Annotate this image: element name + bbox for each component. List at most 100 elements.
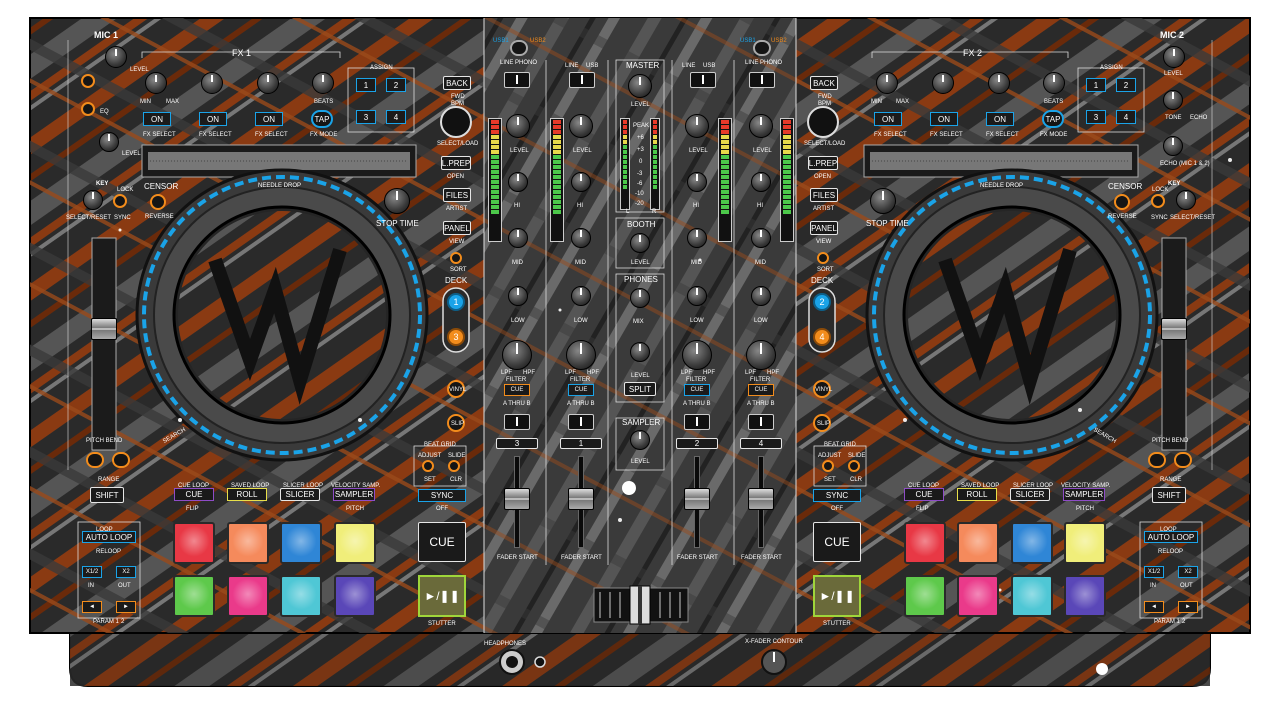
panel-button-left[interactable]: PANEL (443, 221, 471, 235)
pad-mode-roll-right[interactable]: ROLL (957, 488, 997, 501)
fx1-beats-knob[interactable] (312, 72, 334, 94)
pad-mode-cue-left[interactable]: CUE (174, 488, 214, 501)
ch1-cue-button[interactable]: CUE (504, 384, 530, 396)
loop-double-button-left[interactable]: X2 (116, 566, 136, 578)
key-sync-button-right[interactable] (1151, 194, 1165, 208)
ch2-filter-knob[interactable] (566, 340, 596, 370)
deck-3-button[interactable]: 3 (447, 328, 465, 346)
headphone-jack[interactable] (500, 650, 524, 674)
loop-double-button-right[interactable]: X2 (1178, 566, 1198, 578)
split-button[interactable]: SPLIT (624, 382, 656, 396)
booth-level-knob[interactable] (630, 233, 650, 253)
play-pause-button-left[interactable]: ►/❚❚ (418, 575, 466, 617)
crossfader[interactable] (594, 588, 688, 622)
ch4-source-switch[interactable] (749, 72, 775, 88)
ch1-volume-fader[interactable] (504, 488, 530, 510)
mic1-on-button[interactable] (81, 74, 95, 88)
beatgrid-set-button-left[interactable] (422, 460, 434, 472)
auto-loop-button-left[interactable]: AUTO LOOP (82, 531, 136, 543)
ch2-low-knob[interactable] (571, 286, 591, 306)
pitch-bend-plus-left[interactable] (112, 452, 130, 468)
ch3-low-knob[interactable] (687, 286, 707, 306)
shift-button-right[interactable]: SHIFT (1152, 487, 1186, 503)
fx2-knob-1[interactable] (876, 72, 898, 94)
lprep-button-right[interactable]: L.PREP (808, 156, 838, 170)
performance-pad-right-8[interactable] (1064, 575, 1106, 617)
pitch-bend-minus-right[interactable] (1148, 452, 1166, 468)
ch4-cue-button[interactable]: CUE (748, 384, 774, 396)
loop-half-button-right[interactable]: X1/2 (1144, 566, 1164, 578)
files-button-right[interactable]: FILES (810, 188, 838, 202)
stop-time-knob-right[interactable] (870, 188, 896, 214)
slip-button-left[interactable] (447, 414, 465, 432)
key-sync-button-left[interactable] (113, 194, 127, 208)
files-button-left[interactable]: FILES (443, 188, 471, 202)
ch1-hi-knob[interactable] (508, 172, 528, 192)
key-knob-left[interactable] (83, 190, 103, 210)
beatgrid-clr-button-left[interactable] (448, 460, 460, 472)
pad-mode-cue-right[interactable]: CUE (904, 488, 944, 501)
ch4-level-knob[interactable] (749, 114, 773, 138)
performance-pad-right-6[interactable] (957, 575, 999, 617)
performance-pad-left-6[interactable] (227, 575, 269, 617)
master-level-knob[interactable] (628, 74, 652, 98)
ch1-source-switch[interactable] (504, 72, 530, 88)
cue-button-right[interactable]: CUE (813, 522, 861, 562)
performance-pad-right-7[interactable] (1011, 575, 1053, 617)
fx1-assign-4[interactable]: 4 (386, 110, 406, 124)
ch4-filter-knob[interactable] (746, 340, 776, 370)
fx2-knob-2[interactable] (932, 72, 954, 94)
ch1-xfader-assign-switch[interactable] (504, 414, 530, 430)
mic2-level-knob[interactable] (1163, 46, 1185, 68)
ch1-level-knob[interactable] (506, 114, 530, 138)
vinyl-button-left[interactable] (447, 380, 465, 398)
usb-select-knob-left[interactable] (510, 40, 528, 56)
param-right-button-left[interactable]: ► (116, 601, 136, 613)
mic2-tone-knob[interactable] (1163, 90, 1183, 110)
pad-mode-roll-left[interactable]: ROLL (227, 488, 267, 501)
ch3-mid-knob[interactable] (687, 228, 707, 248)
ch2-source-switch[interactable] (569, 72, 595, 88)
pad-mode-sampler-right[interactable]: SAMPLER (1063, 488, 1105, 501)
pitch-bend-plus-right[interactable] (1174, 452, 1192, 468)
pitch-fader-right[interactable] (1161, 318, 1187, 340)
param-left-button-left[interactable]: ◄ (82, 601, 102, 613)
auto-loop-button-right[interactable]: AUTO LOOP (1144, 531, 1198, 543)
back-button-right[interactable]: BACK (810, 76, 838, 90)
pitch-bend-minus-left[interactable] (86, 452, 104, 468)
fx1-knob-3[interactable] (257, 72, 279, 94)
fx2-beats-knob[interactable] (1043, 72, 1065, 94)
performance-pad-left-2[interactable] (227, 522, 269, 564)
param-right-button-right[interactable]: ► (1178, 601, 1198, 613)
pitch-fader-left[interactable] (91, 318, 117, 340)
fx1-knob-1[interactable] (145, 72, 167, 94)
slip-button-right[interactable] (813, 414, 831, 432)
xfader-contour-knob[interactable] (762, 650, 786, 674)
performance-pad-left-8[interactable] (334, 575, 376, 617)
sync-button-left[interactable]: SYNC (418, 489, 466, 502)
lprep-button-left[interactable]: L.PREP (441, 156, 471, 170)
ch1-filter-knob[interactable] (502, 340, 532, 370)
ch3-level-knob[interactable] (685, 114, 709, 138)
usb-select-knob-right[interactable] (753, 40, 771, 56)
fx1-assign-3[interactable]: 3 (356, 110, 376, 124)
performance-pad-left-7[interactable] (280, 575, 322, 617)
phones-mix-knob[interactable] (630, 288, 650, 308)
key-knob-right[interactable] (1176, 190, 1196, 210)
loop-half-button-left[interactable]: X1/2 (82, 566, 102, 578)
fx1-assign-1[interactable]: 1 (356, 78, 376, 92)
stop-time-knob-left[interactable] (384, 188, 410, 214)
ch2-xfader-assign-switch[interactable] (568, 414, 594, 430)
ch2-hi-knob[interactable] (571, 172, 591, 192)
pad-mode-slicer-left[interactable]: SLICER (280, 488, 320, 501)
ch2-level-knob[interactable] (569, 114, 593, 138)
ch3-source-switch[interactable] (690, 72, 716, 88)
performance-pad-right-3[interactable] (1011, 522, 1053, 564)
beatgrid-clr-button-right[interactable] (848, 460, 860, 472)
ch2-mid-knob[interactable] (571, 228, 591, 248)
performance-pad-right-2[interactable] (957, 522, 999, 564)
ch3-xfader-assign-switch[interactable] (684, 414, 710, 430)
fx2-assign-1[interactable]: 1 (1086, 78, 1106, 92)
ch1-mid-knob[interactable] (508, 228, 528, 248)
fx1-on-button-2[interactable]: ON (199, 112, 227, 126)
